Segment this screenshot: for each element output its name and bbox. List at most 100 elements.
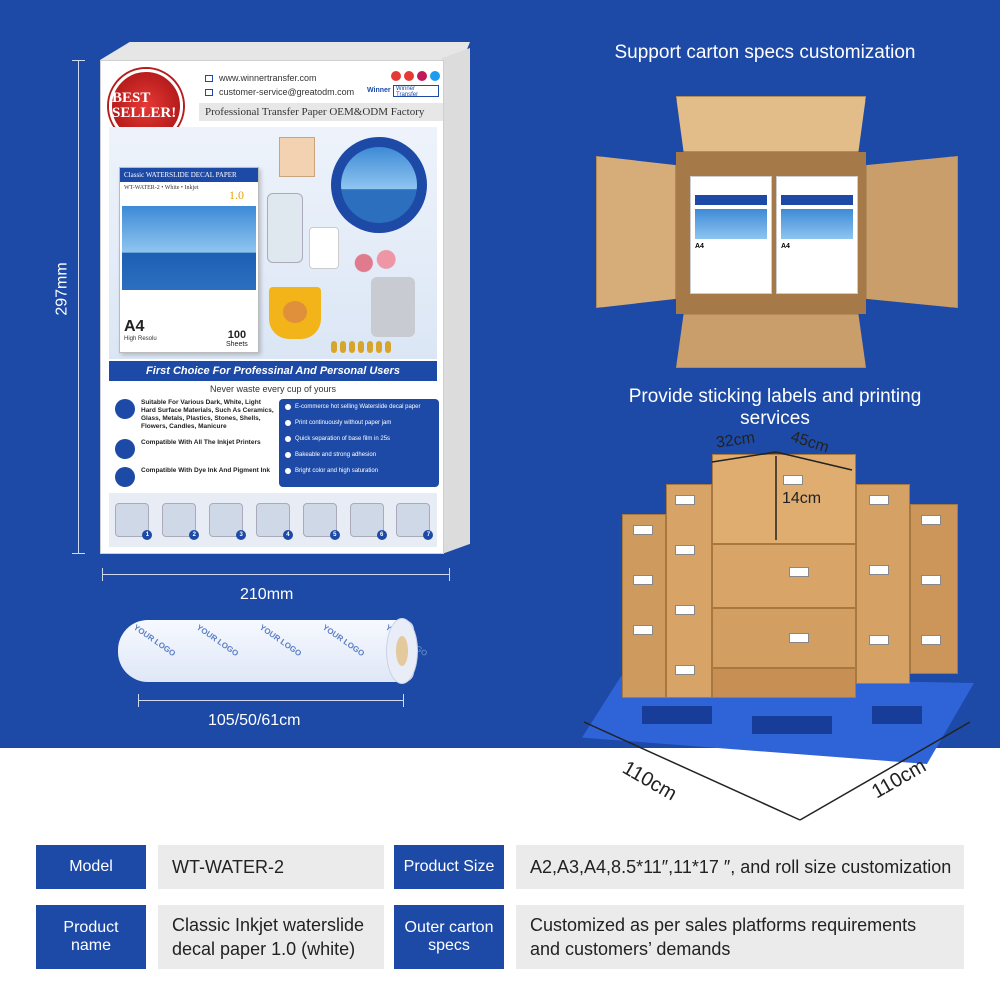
- carton-flap-right: [866, 156, 958, 308]
- crate: [910, 504, 958, 674]
- width-dimension-line: [102, 568, 450, 581]
- spec-name-key: Product name: [36, 905, 146, 969]
- crate: [856, 484, 910, 684]
- carton-stack: [622, 454, 958, 698]
- open-carton: A4 A4: [596, 96, 958, 368]
- feature-item: Compatible With Dye Ink And Pigment Ink: [115, 467, 275, 487]
- features-left: Suitable For Various Dark, White, Light …: [115, 399, 275, 495]
- package-size: A4: [124, 318, 145, 335]
- feature-bullet: Quick separation of base film in 25s: [285, 435, 433, 443]
- spec-outer-key: Outer carton specs: [394, 905, 504, 969]
- facebook-icon: [391, 71, 401, 81]
- spec-model-value: WT-WATER-2: [158, 845, 384, 889]
- product-box: BEST SELLER! www.winnertransfer.com cust…: [100, 42, 470, 554]
- jug-image: [371, 277, 415, 337]
- feature-item: Suitable For Various Dark, White, Light …: [115, 399, 275, 431]
- social-icons: [391, 71, 440, 81]
- candle-image: [309, 227, 339, 269]
- roll-core: [396, 636, 408, 666]
- youtube-icon: [404, 71, 414, 81]
- carton-flap-left: [596, 156, 676, 308]
- feature-bullet: Bright color and high saturation: [285, 467, 433, 475]
- package-resolution: High Resolu: [124, 336, 157, 342]
- nail-decals-image: [331, 341, 395, 355]
- ink-icon: [115, 467, 135, 487]
- features-right: E-commerce hot selling Waterslide decal …: [279, 399, 439, 487]
- roll-logos: YOUR LOGO YOUR LOGO YOUR LOGO YOUR LOGO …: [130, 623, 429, 658]
- printer-icon: [115, 439, 135, 459]
- badge-text: BEST SELLER!: [112, 90, 177, 121]
- tagline: Never waste every cup of yours: [209, 384, 337, 394]
- step-thumb: 1: [115, 503, 153, 540]
- feature-bullet: E-commerce hot selling Waterslide decal …: [285, 403, 433, 411]
- package-count-number: 100: [227, 329, 247, 341]
- roll-size-label: 105/50/61cm: [208, 712, 301, 729]
- roll-dimension-line: [138, 694, 404, 707]
- paper-roll: [118, 620, 414, 682]
- package-photo: [122, 206, 256, 290]
- plate-photo: [341, 147, 417, 223]
- materials-icon: [115, 399, 135, 419]
- website-text: www.winnertransfer.com: [219, 73, 317, 83]
- brand-logo: Winner: [367, 87, 391, 94]
- step-thumb: 7: [396, 503, 434, 540]
- check-icon: [285, 468, 291, 474]
- check-icon: [285, 452, 291, 458]
- contact-info: www.winnertransfer.com customer-service@…: [205, 71, 354, 99]
- check-icon: [285, 404, 291, 410]
- check-icon: [285, 436, 291, 442]
- step-thumb: 2: [162, 503, 200, 540]
- spec-model-key: Model: [36, 845, 146, 889]
- feature-bullet: Bakeable and strong adhesion: [285, 451, 433, 459]
- crate: [712, 544, 856, 608]
- step-thumb: 4: [255, 503, 293, 540]
- box-side-face: [442, 48, 470, 554]
- crate: [712, 608, 856, 668]
- package-version: 1.0: [229, 188, 244, 202]
- usage-steps: 1 2 3 4 5 6 7: [109, 493, 437, 547]
- package-count-unit: Sheets: [226, 341, 248, 348]
- carton-package-1: A4: [690, 176, 772, 294]
- spec-size-key: Product Size: [394, 845, 504, 889]
- labels-heading: Provide sticking labels and printing ser…: [628, 386, 922, 429]
- feature-bullet: Print continuously without paper jam: [285, 419, 433, 427]
- step-thumb: 6: [349, 503, 387, 540]
- box-height-label: 14cm: [782, 490, 822, 507]
- email-text: customer-service@greatodm.com: [219, 87, 355, 97]
- spec-outer-value: Customized as per sales platforms requir…: [516, 905, 964, 969]
- first-choice-banner: First Choice For Professinal And Persona…: [109, 361, 437, 381]
- step-thumb: 5: [302, 503, 340, 540]
- check-icon: [285, 420, 291, 426]
- crate: [712, 668, 856, 698]
- mug-dog-face: [283, 301, 307, 323]
- box-front-face: BEST SELLER! www.winnertransfer.com cust…: [100, 60, 444, 554]
- mug-image: [269, 287, 321, 339]
- height-label: 297mm: [53, 262, 71, 316]
- web-icon: [205, 74, 213, 82]
- package-title: Classic WATERSLIDE DECAL PAPER: [120, 168, 258, 182]
- spec-name-value: Classic Inkjet waterslide decal paper 1.…: [158, 905, 384, 969]
- spec-size-value: A2,A3,A4,8.5*11″,11*17 ″, and roll size …: [516, 845, 964, 889]
- step-thumb: 3: [209, 503, 247, 540]
- width-label: 210mm: [240, 586, 294, 603]
- carton-flap-top: [676, 96, 866, 152]
- product-scene: Classic WATERSLIDE DECAL PAPER WT-WATER-…: [109, 127, 437, 359]
- carton-heading: Support carton specs customization: [614, 42, 916, 63]
- flowers-image: [347, 245, 403, 281]
- crate: [666, 484, 712, 698]
- brand-search-box: Winner Transfer: [393, 85, 439, 98]
- factory-bar: Professional Transfer Paper OEM&ODM Fact…: [199, 103, 443, 121]
- crate: [622, 514, 666, 698]
- carton-flap-bottom: [676, 314, 866, 368]
- package-subtitle: WT-WATER-2 • White • Inkjet: [124, 185, 199, 191]
- mail-icon: [205, 88, 213, 96]
- box-top-face: [100, 42, 470, 60]
- package-count: 100 Sheets: [226, 330, 248, 350]
- phone-case-image: [267, 193, 303, 263]
- feature-item: Compatible With All The Inkjet Printers: [115, 439, 275, 459]
- instagram-icon: [417, 71, 427, 81]
- glass-image: [279, 137, 315, 177]
- plate-image: [331, 137, 427, 233]
- twitter-icon: [430, 71, 440, 81]
- height-dimension-line: [72, 60, 85, 554]
